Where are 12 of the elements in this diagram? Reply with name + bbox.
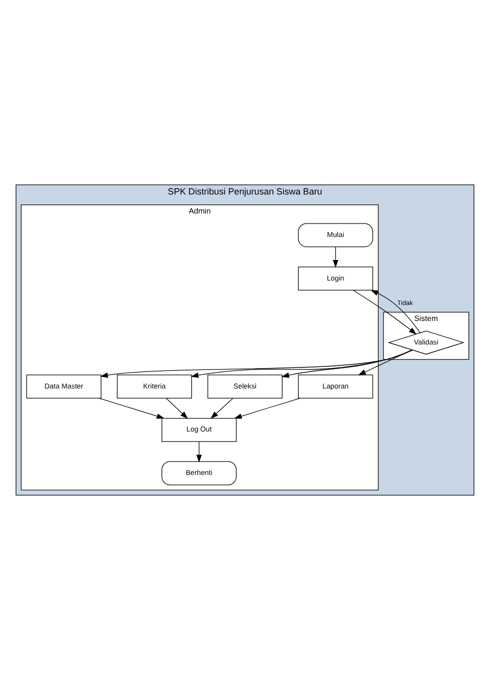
arrow xyxy=(99,397,164,418)
arrow xyxy=(100,349,413,378)
arrow xyxy=(281,349,412,378)
arrow xyxy=(332,246,338,268)
arrow xyxy=(234,397,300,418)
arrow xyxy=(196,440,202,462)
arrow xyxy=(370,289,420,333)
arrow xyxy=(353,290,417,334)
arrow xyxy=(210,397,234,418)
arrow xyxy=(190,349,413,378)
arrow xyxy=(166,397,188,418)
arrow xyxy=(358,349,412,375)
